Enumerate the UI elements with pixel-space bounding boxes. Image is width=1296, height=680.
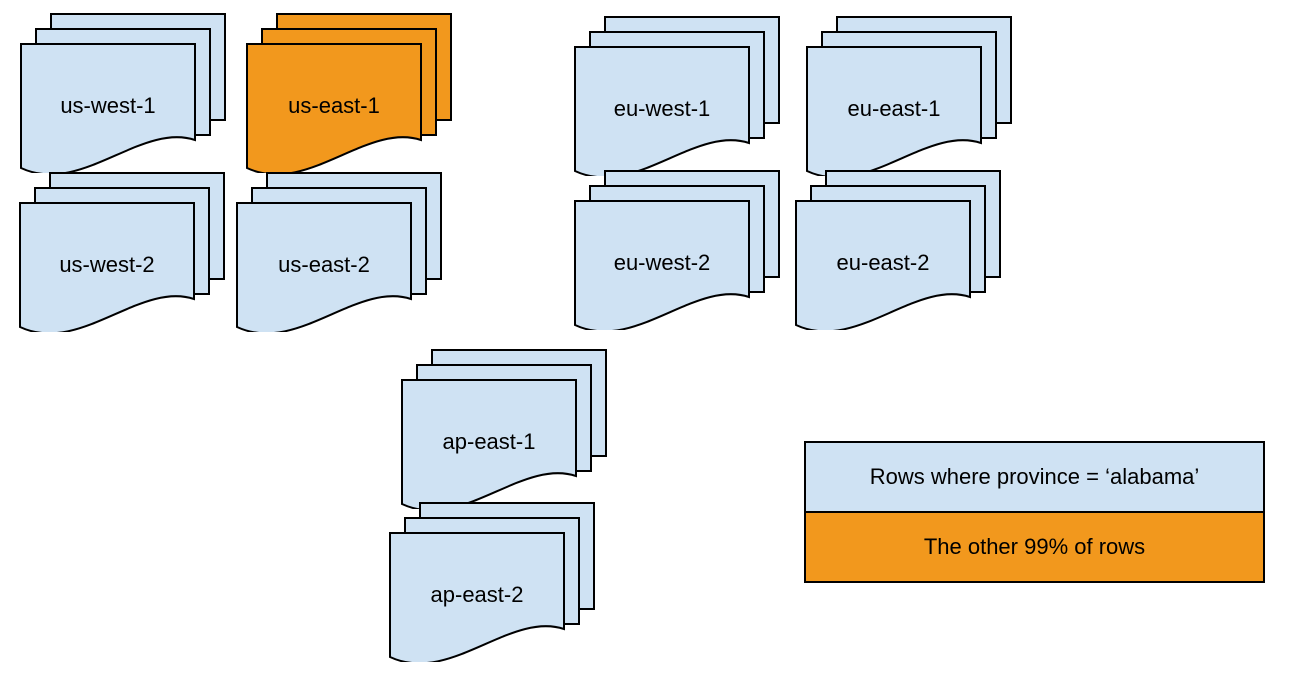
sheet-front	[389, 532, 565, 662]
region-stack-eu-east-1: eu-east-1	[806, 16, 1012, 176]
document-stack-icon	[574, 170, 780, 330]
sheet-front	[574, 46, 750, 176]
region-stack-us-east-1: us-east-1	[246, 13, 452, 173]
region-stack-us-west-1: us-west-1	[20, 13, 226, 173]
document-stack-icon	[401, 349, 607, 509]
region-stack-eu-east-2: eu-east-2	[795, 170, 1001, 330]
document-stack-icon	[19, 172, 225, 332]
region-stack-eu-west-1: eu-west-1	[574, 16, 780, 176]
document-stack-icon	[389, 502, 595, 662]
sheet-front	[246, 43, 422, 173]
document-stack-icon	[574, 16, 780, 176]
legend-item-other-rows: The other 99% of rows	[806, 511, 1263, 581]
document-stack-icon	[236, 172, 442, 332]
sheet-front	[236, 202, 412, 332]
sheet-front	[795, 200, 971, 330]
region-stack-ap-east-1: ap-east-1	[401, 349, 607, 509]
document-stack-icon	[795, 170, 1001, 330]
sheet-front	[806, 46, 982, 176]
document-stack-icon	[20, 13, 226, 173]
sheet-front	[574, 200, 750, 330]
legend-item-alabama-rows: Rows where province = ‘alabama’	[806, 443, 1263, 511]
region-stack-ap-east-2: ap-east-2	[389, 502, 595, 662]
legend-item-label: Rows where province = ‘alabama’	[869, 464, 1200, 489]
legend-item-label: The other 99% of rows	[923, 534, 1146, 559]
sheet-front	[19, 202, 195, 332]
region-stack-us-west-2: us-west-2	[19, 172, 225, 332]
sheet-front	[401, 379, 577, 509]
document-stack-icon	[246, 13, 452, 173]
legend: Rows where province = ‘alabama’ The othe…	[804, 441, 1265, 583]
region-stack-us-east-2: us-east-2	[236, 172, 442, 332]
sheet-front	[20, 43, 196, 173]
document-stack-icon	[806, 16, 1012, 176]
region-stack-eu-west-2: eu-west-2	[574, 170, 780, 330]
